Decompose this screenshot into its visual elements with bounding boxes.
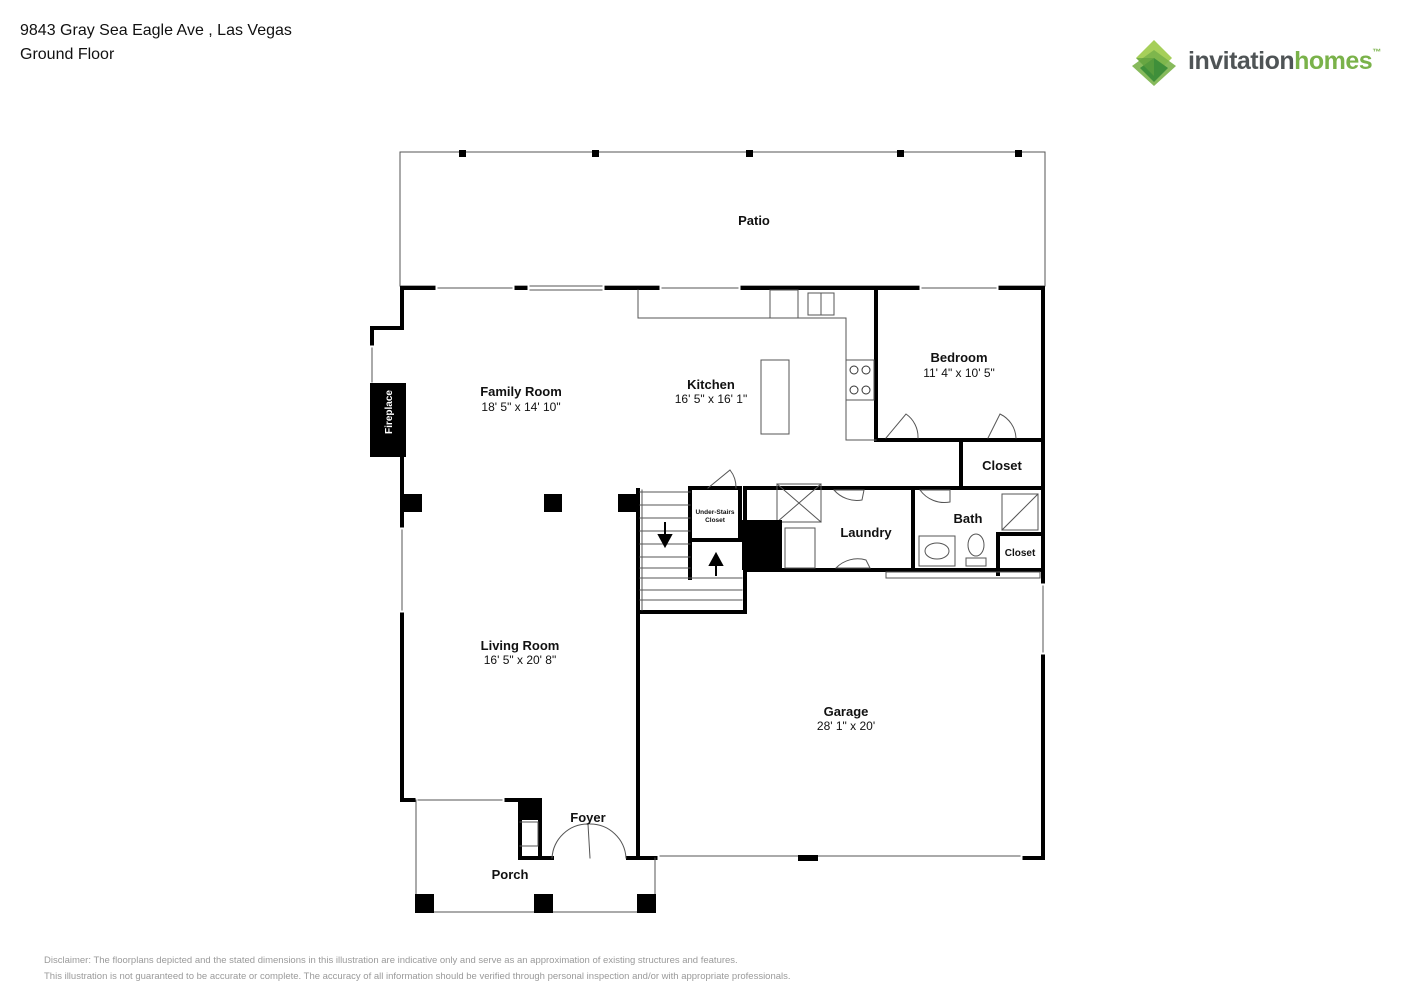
garage-label: Garage (824, 704, 869, 719)
logo-diamond-icon (1132, 40, 1176, 86)
family-room-label: Family Room (480, 384, 562, 399)
porch-label: Porch (492, 867, 529, 882)
closet-label-1: Closet (982, 458, 1022, 473)
interior-walls (636, 286, 1045, 614)
closet-label-2: Closet (1005, 548, 1036, 559)
staircase (639, 489, 743, 611)
arrow-up-icon (708, 551, 724, 566)
kitchen-label: Kitchen (687, 377, 735, 392)
shower-stall (1001, 493, 1039, 531)
family-room-dims: 18' 5" x 14' 10" (481, 400, 560, 414)
patio-label: Patio (738, 213, 770, 228)
bedroom-label: Bedroom (930, 350, 987, 365)
window-lines (371, 285, 1044, 857)
bath-sink (924, 542, 950, 560)
garage-dims: 28' 1" x 20' (817, 719, 875, 733)
laundry-sink (784, 527, 816, 569)
living-room-label: Living Room (481, 638, 560, 653)
property-address: 9843 Gray Sea Eagle Ave , Las Vegas (20, 22, 292, 39)
bedroom-dims: 11' 4" x 10' 5" (923, 366, 995, 380)
kitchen-island (760, 359, 790, 435)
structural-blocks (370, 150, 1022, 913)
patio-outline (399, 151, 1046, 287)
living-room-dims: 16' 5" x 20' 8" (484, 653, 556, 667)
logo-trademark: ™ (1372, 47, 1381, 57)
logo-word-invitation: invitation (1188, 47, 1295, 75)
laundry-label: Laundry (840, 525, 892, 540)
stove-icon (849, 365, 871, 395)
washer (776, 483, 822, 523)
logo-wordmark: invitationhomes™ (1188, 47, 1381, 76)
bath-label: Bath (954, 511, 983, 526)
stair-arrows (657, 522, 724, 576)
under-stairs-label: Under-Stairs (695, 509, 734, 516)
foyer-label: Foyer (570, 810, 605, 825)
kitchen-dims: 16' 5" x 16' 1" (675, 392, 747, 406)
fireplace-label: Fireplace (384, 390, 395, 434)
disclaimer-line-1: Disclaimer: The floorplans depicted and … (44, 955, 738, 966)
logo-word-homes: homes (1294, 47, 1373, 75)
arrow-down-icon (657, 534, 673, 549)
invitation-homes-logo: invitationhomes™ (1128, 38, 1388, 88)
under-stairs-closet-label: Closet (705, 517, 726, 524)
floor-label: Ground Floor (20, 46, 115, 63)
door-swings (519, 413, 1017, 859)
bath-fixtures (776, 483, 1039, 569)
disclaimer-line-2: This illustration is not guaranteed to b… (44, 971, 791, 982)
toilet (967, 533, 985, 557)
kitchen-counters (637, 289, 1041, 579)
fireplace-block (370, 383, 406, 457)
